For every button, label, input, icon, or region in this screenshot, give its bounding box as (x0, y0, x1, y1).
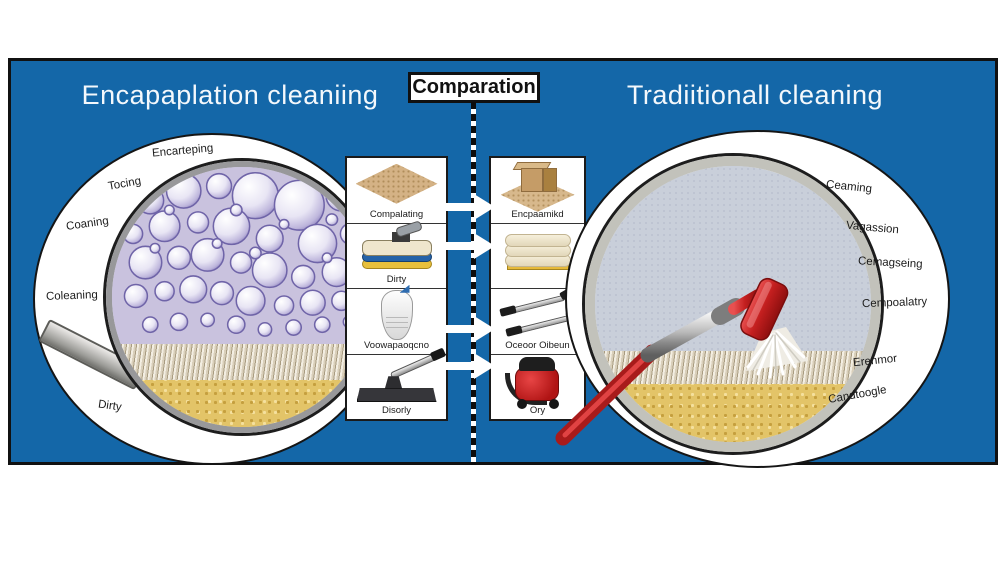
left-products-strip: Compalating Dirty Voowapaoqcno Disorly (345, 156, 448, 421)
strip-cell: Oceoor Oibeun (491, 285, 584, 355)
right-arrow-icon (445, 316, 497, 342)
right-section-title: Tradiitionall cleaning (626, 80, 884, 110)
strip-cell: Encpaamikd (491, 158, 584, 224)
right-circle-label: Cempoalatry (861, 295, 928, 311)
right-products-strip: Encpaamikd Oceoor Oibeun Ory (489, 156, 586, 421)
dotted-divider (471, 102, 476, 465)
spray-bottle-icon (347, 289, 446, 341)
folded-towels-icon (491, 224, 584, 276)
cardboard-box-icon (491, 158, 584, 212)
vacuum-head-icon (347, 347, 446, 407)
encapsulation-bubbles-icon (122, 171, 368, 337)
left-section-title: Encapaplation cleaniing (81, 80, 379, 110)
carpet-fibers-band (112, 343, 372, 381)
left-magnifier-lens (106, 161, 378, 433)
carpet-base-band (595, 384, 871, 442)
strip-cell-label: Dirty (386, 274, 407, 285)
left-circle-label: Coleaning (45, 289, 98, 303)
cleaning-pad-icon (347, 220, 446, 276)
strip-cell: Dirty (347, 220, 446, 289)
strip-cell: Ory (491, 355, 584, 420)
right-arrow-icon (445, 353, 497, 379)
strip-cell (491, 224, 584, 289)
strip-cell-label: Oceoor Oibeun (505, 339, 570, 351)
strip-cell: Disorly (347, 347, 446, 420)
vacuum-cleaner-icon (491, 355, 584, 410)
strip-cell-label: Disorly (381, 405, 412, 416)
right-carpet-lens (585, 156, 881, 452)
carpet-surface-zone (595, 166, 871, 351)
strip-cell-label: Voowapaoqcno (364, 339, 429, 351)
right-arrow-icon (445, 194, 497, 220)
strip-cell-label: Encpaamikd (511, 208, 564, 220)
comparison-title-box: Comparation (408, 72, 540, 103)
carpet-swatch-icon (347, 158, 446, 210)
strip-cell: Compalating (347, 158, 446, 224)
strip-cell-label: Compalating (369, 208, 424, 220)
bubbles-zone (112, 167, 372, 344)
carpet-base-band (112, 380, 372, 427)
right-arrow-icon (445, 233, 497, 259)
red-scrub-brush-icon (555, 277, 808, 446)
strip-cell-label: Ory (529, 405, 546, 416)
strip-cell: Voowapaoqcno (347, 289, 446, 355)
